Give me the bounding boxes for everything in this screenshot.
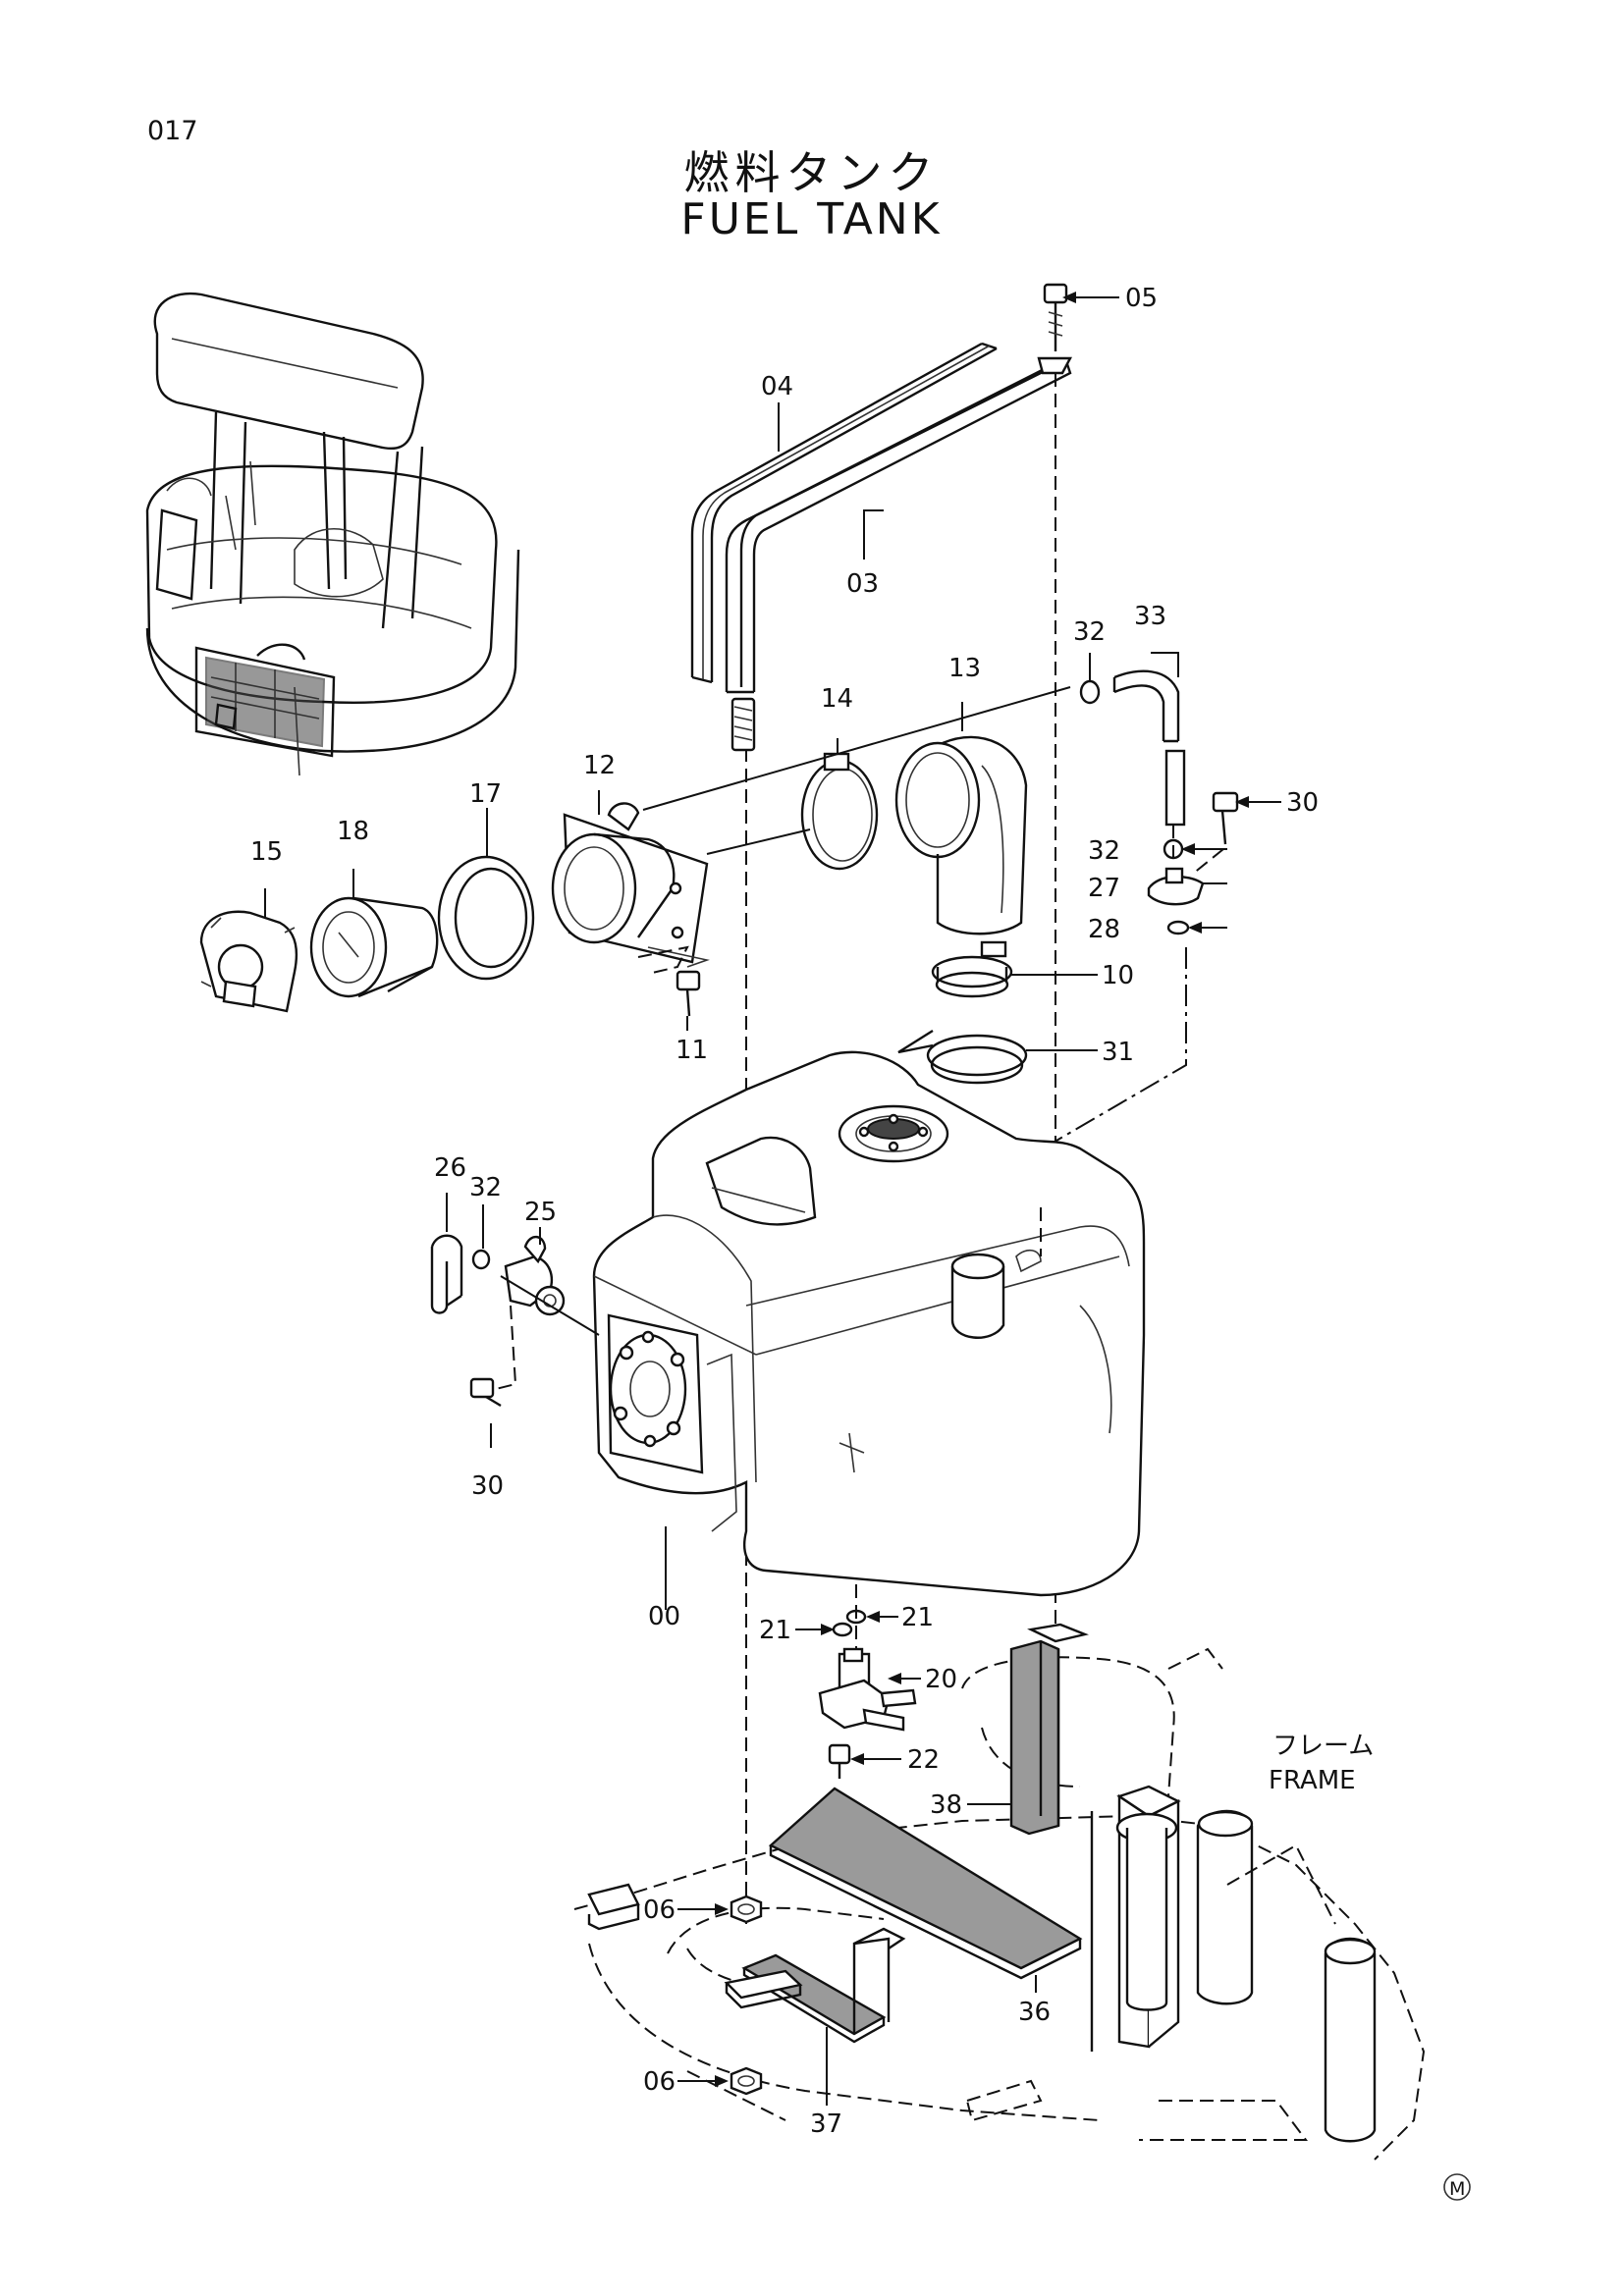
svg-text:M: M bbox=[1449, 2178, 1465, 2200]
nut-06-lower bbox=[730, 2066, 763, 2096]
callout-30-right: 30 bbox=[1286, 788, 1319, 818]
strainer-18 bbox=[309, 896, 439, 998]
o-ring-28 bbox=[1166, 920, 1190, 935]
callout-11: 11 bbox=[676, 1036, 708, 1065]
bolt-11 bbox=[637, 945, 701, 1017]
rubber-pad-04 bbox=[690, 342, 998, 684]
fuel-tank-strap-03 bbox=[725, 356, 1072, 694]
callout-13: 13 bbox=[948, 654, 981, 683]
callout-18: 18 bbox=[337, 817, 369, 846]
callout-32-middle: 32 bbox=[1088, 836, 1120, 866]
bolt-30-right bbox=[1192, 791, 1239, 875]
callout-10: 10 bbox=[1102, 961, 1134, 990]
clip-32-upper bbox=[1079, 679, 1101, 705]
callout-06-upper: 06 bbox=[643, 1896, 676, 1925]
callout-21-left: 21 bbox=[759, 1616, 791, 1645]
hose-band-10 bbox=[931, 940, 1013, 998]
connection-line-12-13 bbox=[642, 686, 1071, 811]
callout-15: 15 bbox=[250, 837, 283, 867]
bolt-05 bbox=[1037, 283, 1072, 375]
breather-hose-33 bbox=[1112, 669, 1186, 827]
callout-20: 20 bbox=[925, 1665, 957, 1694]
drain-cock-20 bbox=[818, 1647, 917, 1732]
callout-38: 38 bbox=[930, 1790, 962, 1820]
callout-05: 05 bbox=[1125, 284, 1158, 313]
callout-28: 28 bbox=[1088, 915, 1120, 944]
callout-04: 04 bbox=[761, 372, 793, 401]
callout-32-left: 32 bbox=[469, 1173, 502, 1202]
drain-hose-26 bbox=[430, 1234, 463, 1314]
gasket-17 bbox=[437, 855, 535, 981]
callout-17: 17 bbox=[469, 779, 502, 809]
breather-27 bbox=[1147, 867, 1205, 906]
fuel-cap-15 bbox=[199, 910, 298, 1013]
hose-band-14 bbox=[800, 752, 879, 871]
frame-bracket bbox=[724, 1969, 803, 2009]
filler-neck-12 bbox=[551, 802, 710, 968]
o-ring-21 bbox=[832, 1609, 867, 1637]
diagram-title-english: FUEL TANK bbox=[680, 194, 943, 244]
pad-36 bbox=[768, 1787, 1083, 1980]
nut-06-upper bbox=[730, 1895, 763, 1924]
callout-37: 37 bbox=[810, 2109, 842, 2139]
callout-30-left: 30 bbox=[471, 1471, 504, 1501]
connection-line-12-14 bbox=[706, 828, 811, 855]
frame-label-english: FRAME bbox=[1269, 1766, 1356, 1795]
callout-33: 33 bbox=[1134, 602, 1166, 631]
callout-12: 12 bbox=[583, 751, 616, 780]
pad-38 bbox=[1009, 1623, 1089, 1836]
page-number: 017 bbox=[147, 116, 198, 146]
callout-06-lower: 06 bbox=[643, 2067, 676, 2097]
callout-00: 00 bbox=[648, 1602, 680, 1631]
callout-03: 03 bbox=[846, 569, 879, 599]
leader-lines bbox=[264, 292, 1281, 2106]
callout-27: 27 bbox=[1088, 874, 1120, 903]
fuel-tank-00 bbox=[592, 1050, 1146, 1597]
callout-31: 31 bbox=[1102, 1038, 1134, 1067]
callout-14: 14 bbox=[821, 684, 853, 714]
callout-22: 22 bbox=[907, 1745, 940, 1775]
callout-25: 25 bbox=[524, 1198, 557, 1227]
callout-26: 26 bbox=[434, 1153, 466, 1183]
drain-valve-25 bbox=[500, 1235, 600, 1336]
excavator-overview-illustration bbox=[145, 292, 520, 776]
callout-32-upper: 32 bbox=[1073, 617, 1106, 647]
m-mark-icon: M bbox=[1443, 2173, 1471, 2201]
filler-hose-13 bbox=[894, 735, 1028, 935]
diagram-title-japanese: 燃料タンク bbox=[683, 146, 940, 199]
bolt-30-left bbox=[469, 1305, 517, 1408]
frame-label-japanese: フレーム bbox=[1272, 1732, 1374, 1761]
stud-bolt bbox=[730, 697, 756, 752]
bolt-22 bbox=[828, 1743, 851, 1779]
hose-band-31 bbox=[897, 1029, 1028, 1085]
clip-32-left bbox=[471, 1249, 491, 1270]
callout-21-right: 21 bbox=[901, 1603, 934, 1632]
callout-36: 36 bbox=[1018, 1998, 1051, 2027]
machine-frame bbox=[573, 1647, 1426, 2161]
